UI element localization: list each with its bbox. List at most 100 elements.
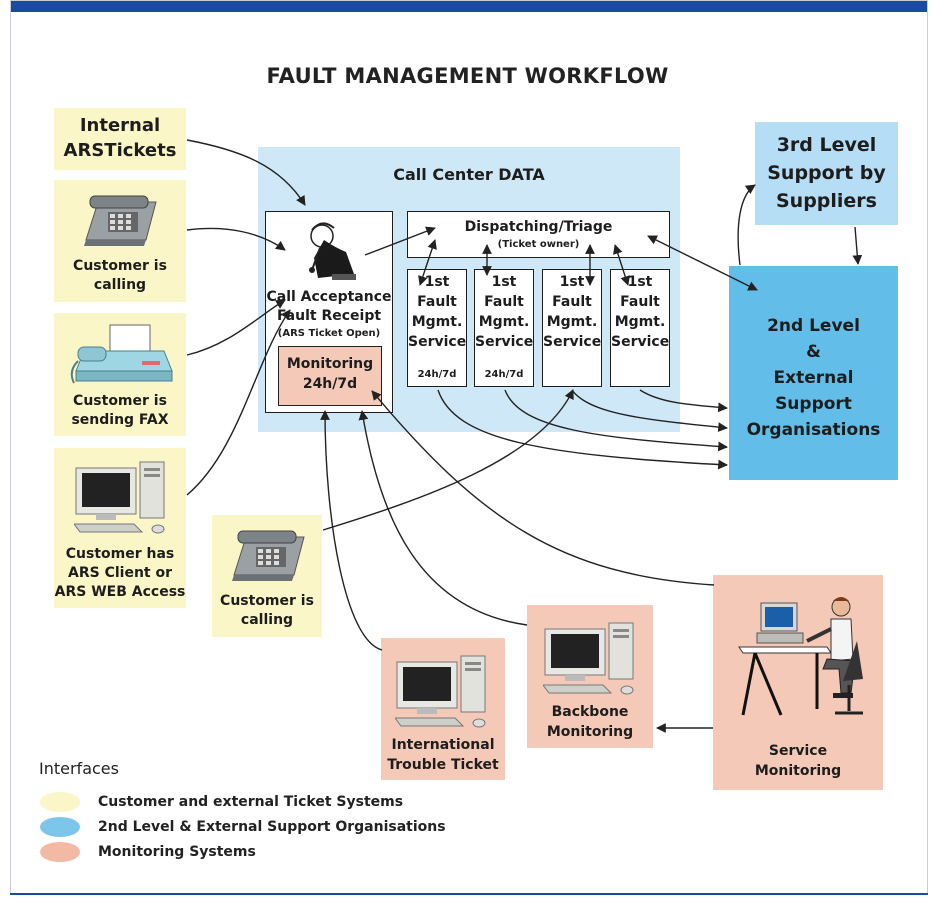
- third-level-line3: Suppliers: [775, 190, 877, 212]
- telephone-icon: [76, 188, 164, 254]
- call-acceptance-line3: (ARS Ticket Open): [277, 328, 381, 339]
- desktop-computer-icon: [542, 619, 643, 701]
- fault-service-4-l1: 1st: [627, 274, 653, 290]
- operator-headset-icon: [300, 218, 362, 286]
- arrow-dispatch-to-second-level: [647, 235, 758, 291]
- arrow-call-acceptance-to-dispatching: [364, 226, 436, 256]
- customer-fax-box: Customer is sending FAX: [54, 313, 186, 436]
- legend-item-monitoring: Monitoring Systems: [98, 844, 256, 860]
- arrow-international-to-monitoring: [320, 410, 383, 651]
- fault-service-3-l3: Mgmt.: [546, 314, 598, 330]
- fault-service-3-l4: Service: [543, 334, 602, 350]
- second-level-line2: &: [806, 342, 821, 362]
- fault-service-box-1: 1st Fault Mgmt. Service 24h/7d: [407, 269, 467, 387]
- fault-service-2-hours: 24h/7d: [484, 369, 524, 380]
- call-acceptance-line1: Call Acceptance: [266, 289, 392, 305]
- arrow-fax-to-call-acceptance: [186, 299, 286, 356]
- fault-service-box-3: 1st Fault Mgmt. Service: [542, 269, 602, 387]
- arrow-phone2-to-fault-3: [322, 389, 574, 531]
- international-trouble-ticket-box: International Trouble Ticket: [381, 638, 505, 780]
- international-line2: Trouble Ticket: [387, 757, 499, 773]
- arrow-backbone-to-monitoring: [358, 410, 528, 626]
- arrow-second-to-third-level: [737, 184, 756, 266]
- monitoring-line1: Monitoring: [286, 356, 374, 372]
- arrow-dispatch-fault-1: [418, 239, 437, 286]
- second-level-support-box: 2nd Level & External Support Organisatio…: [729, 266, 898, 480]
- fault-service-3-l1: 1st: [559, 274, 585, 290]
- fault-service-2-l3: Mgmt.: [478, 314, 530, 330]
- legend-heading: Interfaces: [39, 759, 119, 778]
- call-center-label: Call Center DATA: [393, 165, 545, 184]
- monitoring-line2: 24h/7d: [302, 376, 358, 392]
- fault-service-box-2: 1st Fault Mgmt. Service 24h/7d: [474, 269, 534, 387]
- arrow-internal-to-call-acceptance: [186, 139, 306, 206]
- monitoring-24h-box: Monitoring 24h/7d: [278, 346, 382, 406]
- arrow-dispatch-fault-4: [613, 244, 630, 286]
- customer-client-line3: ARS WEB Access: [54, 584, 186, 600]
- second-level-line4: Support: [775, 394, 852, 414]
- operator-at-workstation-icon: [731, 589, 871, 723]
- customer-client-line2: ARS Client or: [68, 565, 172, 581]
- internal-line2: ARSTickets: [63, 140, 177, 161]
- second-level-line5: Organisations: [746, 420, 881, 440]
- arrow-fault-4-to-second-level: [639, 389, 728, 413]
- backbone-line1: Backbone: [551, 704, 629, 720]
- fault-service-1-l4: Service: [408, 334, 467, 350]
- arrow-fault-2-to-second-level: [504, 389, 728, 452]
- customer-calling-2-line2: calling: [240, 612, 294, 628]
- international-line1: International: [391, 737, 495, 753]
- fault-service-2-l1: 1st: [491, 274, 517, 290]
- top-bar: [10, 0, 928, 12]
- telephone-icon: [224, 523, 312, 589]
- backbone-monitoring-box: Backbone Monitoring: [527, 605, 653, 748]
- fax-machine-icon: [64, 321, 174, 391]
- service-monitoring-box: Service Monitoring: [713, 575, 883, 790]
- third-level-support-box: 3rd Level Support by Suppliers: [755, 122, 898, 225]
- dispatching-line1: Dispatching/Triage: [464, 219, 613, 235]
- legend-swatch-blue: [40, 817, 80, 837]
- second-level-line1: 2nd Level: [767, 316, 860, 336]
- internal-line1: Internal: [79, 115, 161, 136]
- customer-fax-line2: sending FAX: [71, 412, 169, 428]
- customer-client-line1: Customer has: [65, 546, 175, 562]
- customer-calling-1-line1: Customer is: [73, 258, 167, 274]
- fault-service-1-hours: 24h/7d: [417, 369, 457, 380]
- diagram-title: FAULT MANAGEMENT WORKFLOW: [266, 64, 669, 88]
- dispatching-line2: (Ticket owner): [497, 239, 580, 250]
- arrow-phone-to-call-acceptance: [186, 227, 286, 251]
- customer-fax-line1: Customer is: [73, 393, 167, 409]
- third-level-line1: 3rd Level: [776, 134, 877, 156]
- bottom-line: [10, 893, 928, 895]
- arrow-service-to-monitoring: [371, 390, 715, 586]
- service-monitoring-line1: Service: [768, 743, 828, 759]
- legend-item-customer: Customer and external Ticket Systems: [98, 794, 404, 810]
- arrow-third-to-second-level: [852, 226, 863, 265]
- fault-service-box-4: 1st Fault Mgmt. Service: [610, 269, 670, 387]
- customer-calling-2-line1: Customer is: [220, 593, 314, 609]
- fault-service-3-l2: Fault: [552, 294, 592, 310]
- fault-service-2-l2: Fault: [484, 294, 524, 310]
- backbone-line2: Monitoring: [546, 724, 634, 740]
- fault-service-2-l4: Service: [475, 334, 534, 350]
- customer-calling-box-1: Customer is calling: [54, 180, 186, 302]
- internal-ars-tickets-box: Internal ARSTickets: [54, 108, 186, 170]
- fault-service-1-l3: Mgmt.: [411, 314, 463, 330]
- arrow-fault-3-to-second-level: [571, 389, 728, 432]
- call-acceptance-line2: Fault Receipt: [276, 308, 382, 324]
- fault-service-4-l3: Mgmt.: [614, 314, 666, 330]
- fault-service-1-l2: Fault: [417, 294, 457, 310]
- arrow-client-to-call-acceptance: [186, 309, 291, 496]
- arrow-fault-1-to-second-level: [437, 389, 728, 470]
- fault-service-4-l4: Service: [611, 334, 670, 350]
- customer-calling-box-2: Customer is calling: [212, 515, 322, 637]
- desktop-computer-icon: [394, 652, 495, 734]
- legend-swatch-salmon: [40, 842, 80, 862]
- customer-calling-1-line2: calling: [93, 277, 147, 293]
- third-level-line2: Support by: [767, 162, 886, 184]
- second-level-line3: External: [773, 368, 854, 388]
- legend-item-support: 2nd Level & External Support Organisatio…: [98, 819, 446, 835]
- desktop-computer-icon: [73, 458, 174, 540]
- fault-service-4-l2: Fault: [620, 294, 660, 310]
- customer-ars-client-box: Customer has ARS Client or ARS WEB Acces…: [54, 448, 186, 608]
